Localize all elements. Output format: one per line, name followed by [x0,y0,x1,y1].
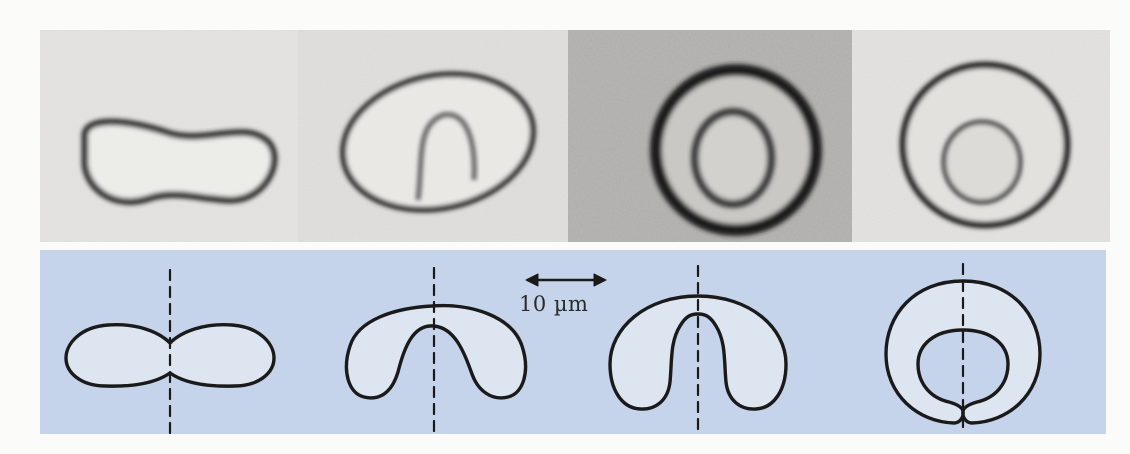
micrograph-closed-stomatocyte [852,30,1110,242]
outline-diagram-strip [40,250,1106,434]
micrograph-discocyte [40,30,298,242]
outline-closed-stomatocyte [886,264,1040,434]
micrograph-open-stomatocyte [298,30,568,242]
outline-discocyte [66,270,274,434]
scale-bar-arrow [526,274,606,286]
outline-open-stomatocyte [346,268,525,434]
micrograph-stomatocyte [568,30,852,242]
scale-bar-label: 10 µm [519,292,588,316]
micrograph-strip [40,30,1110,242]
outline-stomatocyte [610,266,786,434]
